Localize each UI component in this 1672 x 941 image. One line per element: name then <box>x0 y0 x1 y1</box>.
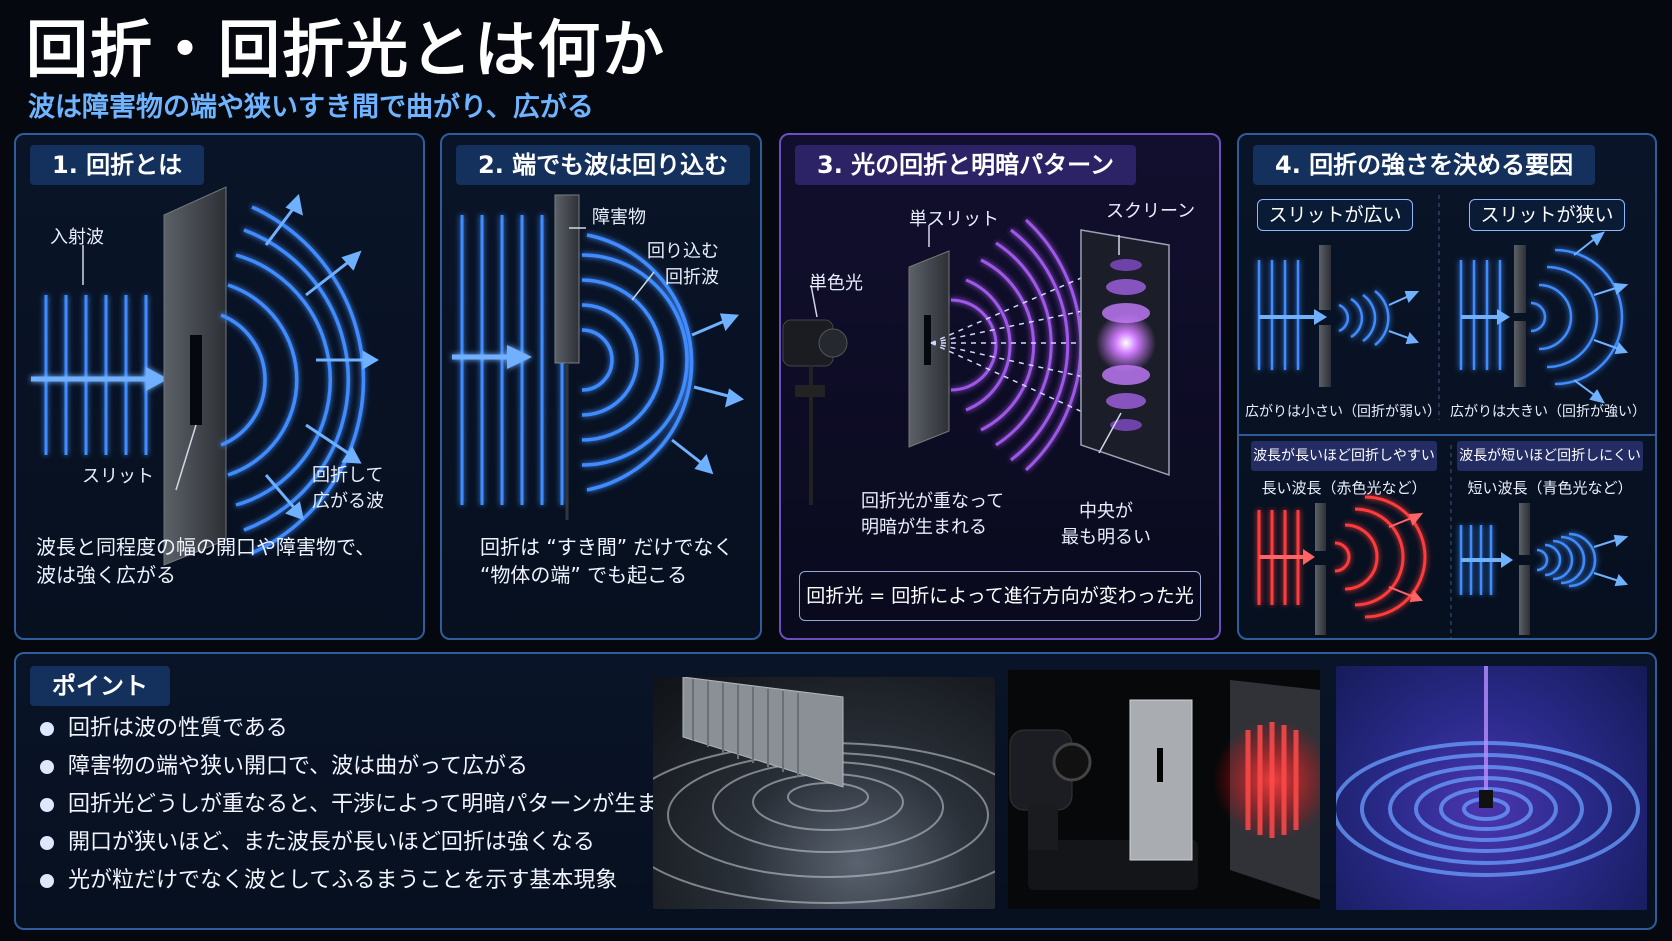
laser-source-icon <box>782 319 848 505</box>
slit-width-comparison-diagram <box>1239 195 1655 638</box>
obstacle-label: 障害物 <box>592 207 646 228</box>
wrap-wave-label: 回り込む 回折波 <box>647 241 719 288</box>
panel-caption: 波長と同程度の幅の開口や障害物で、 波は強く広がる <box>36 535 376 587</box>
slit-diffraction-diagram <box>31 186 379 566</box>
incident-wave-lines <box>460 215 564 505</box>
incident-wave-label: 入射波 <box>50 227 104 248</box>
light-wave-arcs <box>950 218 1083 472</box>
wrapping-wave-arcs <box>581 233 694 492</box>
incident-wave-lines <box>44 295 148 455</box>
monochromatic-light-label: 単色光 <box>809 273 863 294</box>
spread-arrows-icon <box>671 313 745 475</box>
overlap-label: 回折光が重なって 明暗が生まれる <box>861 491 1005 538</box>
panel-edge-diffraction: 2. 端でも波は回り込む 障害物 回り込む 回折波 回折は “すき間” だ <box>440 133 762 640</box>
ripple-tank-photo <box>1336 666 1647 910</box>
narrow-slit-caption: 広がりは大きい（回折が強い） <box>1450 404 1646 420</box>
panel-diffraction-basics: 1. 回折とは <box>14 133 425 640</box>
short-wavelength-tag: 波長が短いほど回折しにくい <box>1457 441 1643 471</box>
long-wavelength-tag: 波長が長いほど回折しやすい <box>1251 441 1437 471</box>
wide-slit-caption: 広がりは小さい（回折が弱い） <box>1245 404 1441 420</box>
single-slit-experiment-diagram <box>782 218 1170 505</box>
screen-label: スクリーン <box>1106 201 1196 222</box>
laser-slit-photo <box>1008 670 1320 909</box>
panel-diffraction-factors: 4. 回折の強さを決める要因 スリットが広い スリットが狭い <box>1237 133 1657 640</box>
spread-wave-label: 回折して 広がる波 <box>312 465 384 512</box>
list-item: 回折は波の性質である <box>36 710 702 748</box>
edge-diffraction-diagram <box>452 194 745 520</box>
page-title: 回折・回折光とは何か <box>26 13 667 86</box>
panel-heading: 4. 回折の強さを決める要因 <box>1253 145 1596 185</box>
long-wavelength-caption: 長い波長（赤色光など） <box>1261 479 1427 497</box>
incident-arrow-icon <box>452 345 532 369</box>
short-wavelength-caption: 短い波長（青色光など） <box>1467 479 1633 497</box>
page-subtitle: 波は障害物の端や狭いすき間で曲がり、広がる <box>28 92 594 123</box>
center-brightest-label: 中央が 最も明るい <box>1061 501 1151 548</box>
list-item: 開口が狭いほど、また波長が長いほど回折は強くなる <box>36 824 702 862</box>
obstacle-block <box>554 194 580 364</box>
key-points-list: 回折は波の性質である 障害物の端や狭い開口で、波は曲がって広がる 回折光どうしが… <box>36 710 702 900</box>
diffracted-wave-arcs <box>220 205 366 555</box>
panel-caption: 回折は “すき間” だけでなく “物体の端” でも起こる <box>480 535 734 587</box>
panel-heading: 2. 端でも波は回り込む <box>456 145 751 185</box>
slit-label: スリット <box>82 466 154 487</box>
single-slit-label: 単スリット <box>909 209 999 230</box>
panel-heading: ポイント <box>30 666 170 706</box>
list-item: 光が粒だけでなく波としてふるまうことを示す基本現象 <box>36 862 702 900</box>
list-item: 回折光どうしが重なると、干渉によって明暗パターンが生まれる <box>36 786 702 824</box>
spread-arrows-icon <box>264 193 379 521</box>
panel-heading: 1. 回折とは <box>30 145 205 185</box>
panel-heading: 3. 光の回折と明暗パターン <box>795 145 1136 185</box>
slit-opening <box>190 335 202 425</box>
diffracted-light-definition: 回折光 = 回折によって進行方向が変わった光 <box>799 571 1201 621</box>
panel-light-diffraction: 3. 光の回折と明暗パターン <box>779 133 1221 640</box>
list-item: 障害物の端や狭い開口で、波は曲がって広がる <box>36 748 702 786</box>
wide-slit-pill: スリットが広い <box>1257 199 1413 231</box>
interference-fringes <box>1096 259 1156 431</box>
incident-arrow-icon <box>31 367 168 391</box>
water-wave-photo <box>653 677 995 909</box>
narrow-slit-pill: スリットが狭い <box>1469 199 1625 231</box>
